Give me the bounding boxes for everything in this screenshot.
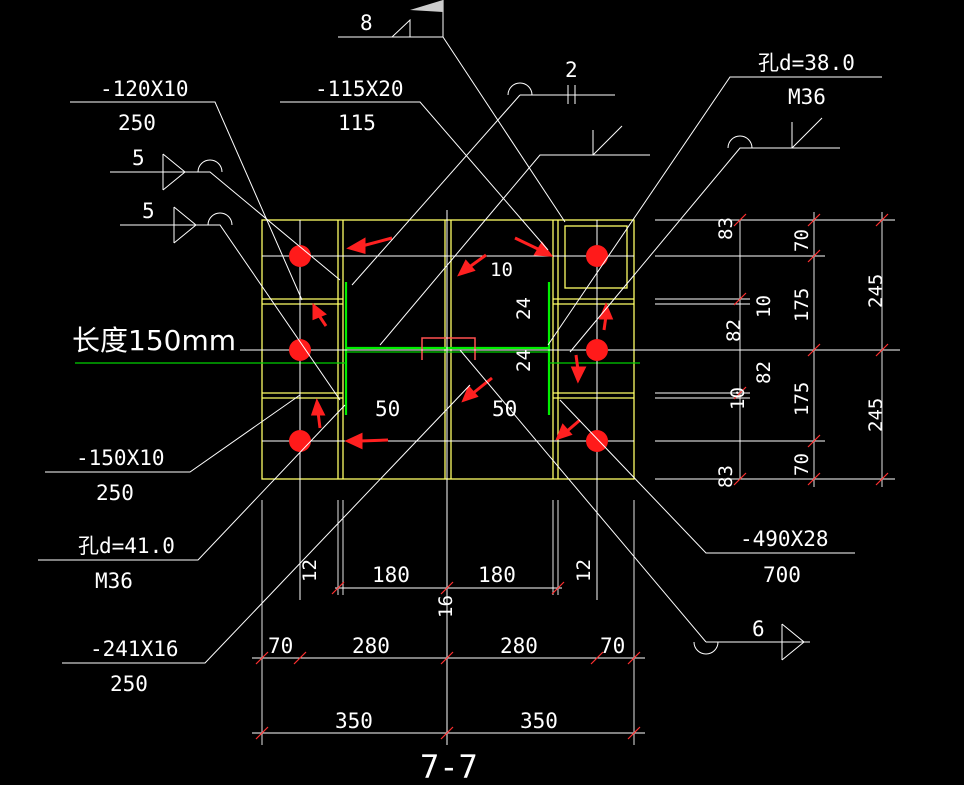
red-arrow [310,398,326,429]
dim-label: 82 [753,361,775,384]
dim-label: 10 [753,295,775,318]
dim-label: 280 [352,634,390,658]
dim-label: 10 [727,387,749,410]
dim-label: 83 [715,217,737,240]
bolt [586,430,608,452]
dim-label: 70 [791,453,813,476]
callout-spec: -150X10 [76,446,165,470]
bolt [289,339,311,361]
dim-label: 10 [490,259,513,281]
dim-label: 175 [791,382,813,416]
weld-symbols [162,0,823,661]
weld-size: 6 [752,617,765,641]
dim-label: 245 [865,398,887,432]
dim-label: 70 [600,634,625,658]
weld-size: 2 [565,58,578,82]
inner-dimension-labels: 10 24 24 50 50 [375,259,535,421]
bottom-dimension-labels: 12 180 180 12 16 70 280 280 70 350 350 [268,559,625,733]
dim-label: 24 [513,349,535,372]
weld-size: 5 [132,146,145,170]
dim-label: 50 [492,397,517,421]
callout-spec: -120X10 [100,77,189,101]
dim-label: 175 [791,288,813,322]
red-arrow [555,418,581,441]
dim-label: 70 [268,634,293,658]
red-arrow [461,376,493,403]
red-arrow [312,302,328,327]
callout-length: 250 [118,111,156,135]
dim-label: 83 [715,465,737,488]
bottom-dimensions [252,500,645,745]
dim-label: 180 [478,563,516,587]
bolt [586,245,608,267]
dim-label: 180 [372,563,410,587]
callout-length: M36 [788,85,826,109]
red-arrow [514,236,554,257]
red-arrow [457,253,487,277]
red-arrow [570,354,587,384]
bolt [289,245,311,267]
dim-label: 350 [335,709,373,733]
callout-spec: -241X16 [90,637,179,661]
callout-labels: -120X10 250 -115X20 115 孔d=38.0 M36 -150… [76,51,855,696]
section-title: 7-7 [420,748,478,785]
dim-label: 16 [435,595,457,618]
right-dimensions [655,212,895,487]
leader-lines [38,36,882,664]
callout-spec: -490X28 [740,527,829,551]
dim-label: 12 [299,559,321,582]
callout-length: 250 [96,481,134,505]
callout-spec: 孔d=41.0 [78,534,175,558]
top-right-washer-plate [564,225,628,289]
bolt [586,339,608,361]
weld-size: 5 [142,199,155,223]
red-arrow [344,432,389,450]
measure-note: 长度150mm [72,324,236,357]
callout-length: 250 [110,672,148,696]
weld-size: 8 [360,11,373,35]
callout-length: 115 [338,111,376,135]
callout-length: M36 [95,569,133,593]
bolts [289,245,608,452]
callout-spec: -115X20 [315,77,404,101]
dim-label: 245 [865,274,887,308]
centerlines [240,210,900,745]
annotation-arrows [310,236,614,450]
dim-label: 12 [573,559,595,582]
dim-label: 82 [723,319,745,342]
dim-label: 70 [791,229,813,252]
dim-label: 350 [520,709,558,733]
right-dimension-labels: 83 82 82 83 10 10 70 175 175 70 245 245 [715,217,887,488]
dim-label: 280 [500,634,538,658]
callout-spec: 孔d=38.0 [758,51,855,75]
weld-size-labels: 8 5 5 2 6 [132,11,765,641]
callout-length: 700 [763,563,801,587]
red-arrow [346,236,393,254]
bolt [289,430,311,452]
dim-label: 24 [513,297,535,320]
red-arrow [598,302,614,331]
dim-label: 50 [375,397,400,421]
